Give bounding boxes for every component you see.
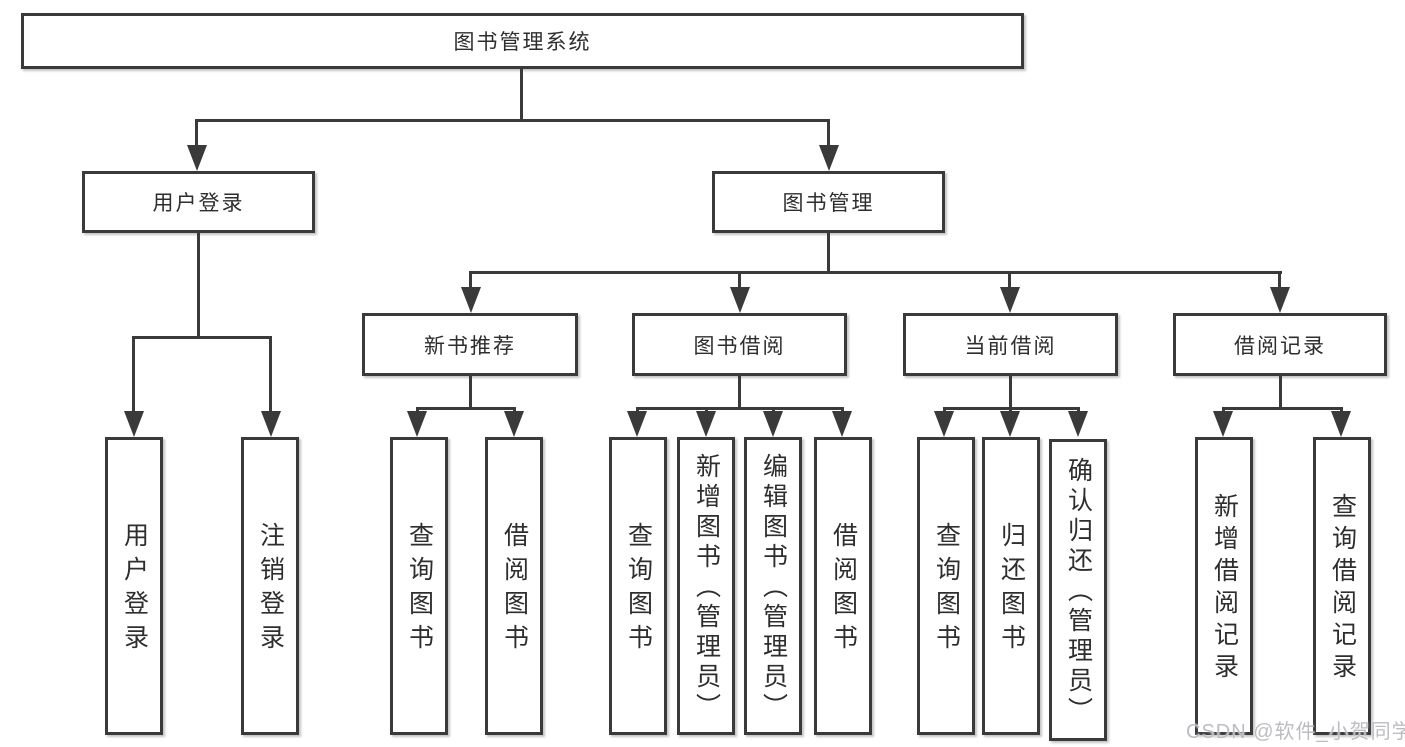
- section-label: 图书借阅: [693, 334, 786, 358]
- leaf-column-query-books: 查询图书: [609, 437, 667, 735]
- connector-line: [195, 119, 198, 147]
- leaf-label: 新增图书（管理员）: [692, 453, 721, 723]
- connector-line: [827, 119, 830, 147]
- leaf-label: 新增借阅记录: [1210, 493, 1239, 685]
- leaf-label: 编辑图书（管理员）: [759, 453, 788, 723]
- arrowhead-icon: [1270, 287, 1290, 313]
- arrowhead-icon: [461, 287, 481, 313]
- leaf-column-user-login: 用户登录: [105, 437, 163, 735]
- connector-line: [738, 271, 741, 290]
- connector-line: [197, 232, 200, 338]
- arrowhead-icon: [1213, 411, 1233, 437]
- arrowhead-icon: [1331, 411, 1351, 437]
- section-label: 新书推荐: [424, 334, 516, 358]
- connector-line: [636, 407, 843, 410]
- leaf-column-edit-books-admin: 编辑图书（管理员）: [744, 437, 802, 735]
- leaf-label: 查询借阅记录: [1328, 493, 1357, 685]
- arrowhead-icon: [627, 411, 647, 437]
- section-box-current-borrow: 当前借阅: [903, 313, 1118, 376]
- leaf-label: 确认归还（管理员）: [1064, 457, 1093, 727]
- leaf-column-borrow-books: 借阅图书: [814, 437, 872, 735]
- arrowhead-icon: [261, 411, 281, 437]
- leaf-label: 注销登录: [256, 522, 285, 658]
- arrowhead-icon: [934, 411, 954, 437]
- connector-line: [416, 407, 516, 410]
- section-label: 借阅记录: [1234, 334, 1326, 358]
- arrowhead-icon: [124, 411, 144, 437]
- arrowhead-icon: [407, 411, 427, 437]
- connector-line: [269, 336, 272, 413]
- leaf-column-return-books: 归还图书: [982, 437, 1040, 735]
- leaf-label: 查询图书: [624, 522, 653, 658]
- root-box-library-system: 图书管理系统: [21, 13, 1024, 69]
- leaf-column-confirm-return-admin: 确认归还（管理员）: [1049, 439, 1107, 741]
- arrowhead-icon: [832, 411, 852, 437]
- leaf-label: 归还图书: [997, 522, 1026, 658]
- leaf-column-add-books-admin: 新增图书（管理员）: [677, 437, 735, 735]
- arrowhead-icon: [504, 411, 524, 437]
- connector-line: [469, 376, 472, 409]
- connector-line: [469, 271, 1282, 274]
- leaf-label: 借阅图书: [829, 522, 858, 658]
- root-label: 图书管理系统: [453, 31, 592, 54]
- branch-box-user-login: 用户登录: [82, 171, 315, 233]
- leaf-column-add-borrow-record: 新增借阅记录: [1195, 437, 1253, 735]
- section-box-borrow-record: 借阅记录: [1173, 313, 1387, 376]
- connector-line: [1009, 376, 1012, 409]
- arrowhead-icon: [696, 411, 716, 437]
- connector-line: [1222, 407, 1343, 410]
- connector-line: [196, 119, 830, 122]
- arrowhead-icon: [187, 145, 207, 171]
- leaf-column-borrow-books: 借阅图书: [485, 437, 543, 735]
- arrowhead-icon: [1000, 287, 1020, 313]
- arrowhead-icon: [1000, 411, 1020, 437]
- section-box-book-borrow: 图书借阅: [632, 313, 847, 376]
- section-label: 当前借阅: [964, 334, 1057, 358]
- leaf-label: 借阅图书: [500, 522, 529, 658]
- leaf-column-query-borrow-record: 查询借阅记录: [1313, 437, 1371, 735]
- arrowhead-icon: [763, 411, 783, 437]
- branch-box-book-management: 图书管理: [712, 171, 945, 233]
- branch-label: 用户登录: [152, 192, 245, 215]
- connector-line: [738, 376, 741, 409]
- connector-line: [1279, 376, 1282, 409]
- leaf-column-query-books: 查询图书: [917, 437, 975, 735]
- connector-line: [1278, 271, 1281, 290]
- section-box-new-book-recommend: 新书推荐: [362, 313, 578, 376]
- leaf-label: 查询图书: [932, 522, 961, 658]
- csdn-watermark: CSDN @软件_小贺同学: [1186, 721, 1405, 743]
- connector-line: [132, 336, 135, 413]
- connector-line: [1008, 271, 1011, 290]
- branch-label: 图书管理: [782, 192, 875, 215]
- arrowhead-icon: [819, 145, 839, 171]
- leaf-column-query-books: 查询图书: [390, 437, 448, 735]
- leaf-label: 用户登录: [120, 522, 149, 658]
- leaf-column-logout: 注销登录: [241, 437, 299, 735]
- leaf-label: 查询图书: [405, 522, 434, 658]
- connector-line: [520, 68, 523, 121]
- connector-line: [132, 336, 272, 339]
- connector-line: [469, 271, 472, 290]
- arrowhead-icon: [1068, 411, 1088, 437]
- connector-line: [827, 232, 830, 274]
- arrowhead-icon: [730, 287, 750, 313]
